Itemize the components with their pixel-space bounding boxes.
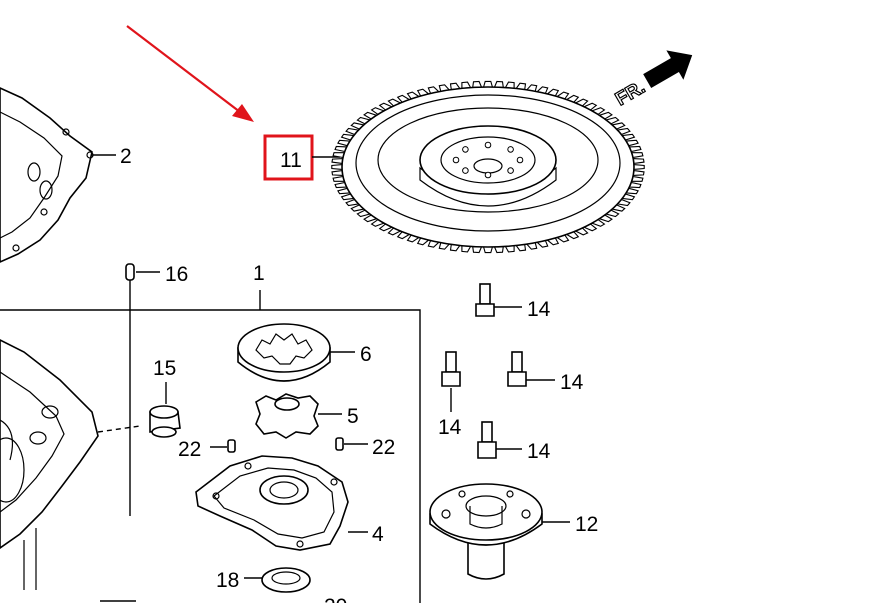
callout-18[interactable]: 18	[216, 569, 239, 592]
dowel-pin-22-right	[335, 437, 344, 451]
flywheel	[331, 80, 645, 254]
callout-14-middle-left[interactable]: 14	[438, 416, 462, 439]
inner-rotor	[255, 393, 319, 439]
drain-plug	[149, 405, 181, 438]
callout-22-right[interactable]: 22	[372, 436, 395, 459]
callout-5[interactable]: 5	[347, 405, 359, 428]
callout-12[interactable]: 12	[575, 513, 598, 536]
annotation-arrow	[126, 25, 254, 122]
gasket	[0, 87, 94, 263]
engine-case	[0, 339, 99, 590]
front-label: FR.	[612, 77, 649, 110]
front-direction-marker: FR.	[611, 50, 693, 111]
callout-4[interactable]: 4	[372, 523, 384, 546]
bolt-14-lower	[477, 421, 497, 459]
bolt-14-middle-right	[507, 351, 527, 387]
callout-14-middle-right[interactable]: 14	[560, 371, 584, 394]
outer-rotor	[237, 323, 331, 382]
front-direction-arrow-icon	[643, 50, 693, 88]
dowel-pin-22-left	[227, 439, 236, 453]
dowel-pin-16	[125, 263, 135, 516]
callout-14-top[interactable]: 14	[527, 298, 551, 321]
bolt-14-middle-left	[441, 351, 461, 387]
bolt-14-top	[475, 283, 495, 317]
callout-11[interactable]: 11	[280, 149, 302, 172]
callout-6[interactable]: 6	[360, 343, 372, 366]
callout-1[interactable]: 1	[253, 262, 265, 285]
oil-seal	[261, 567, 311, 593]
drive-flange	[429, 483, 543, 580]
callout-22-left[interactable]: 22	[178, 438, 201, 461]
callout-14-lower[interactable]: 14	[527, 440, 551, 463]
callout-16[interactable]: 16	[165, 263, 188, 286]
callout-15[interactable]: 15	[153, 357, 176, 380]
callout-20[interactable]: 20	[324, 595, 347, 603]
callout-2[interactable]: 2	[120, 145, 132, 168]
pump-cover	[195, 455, 349, 551]
